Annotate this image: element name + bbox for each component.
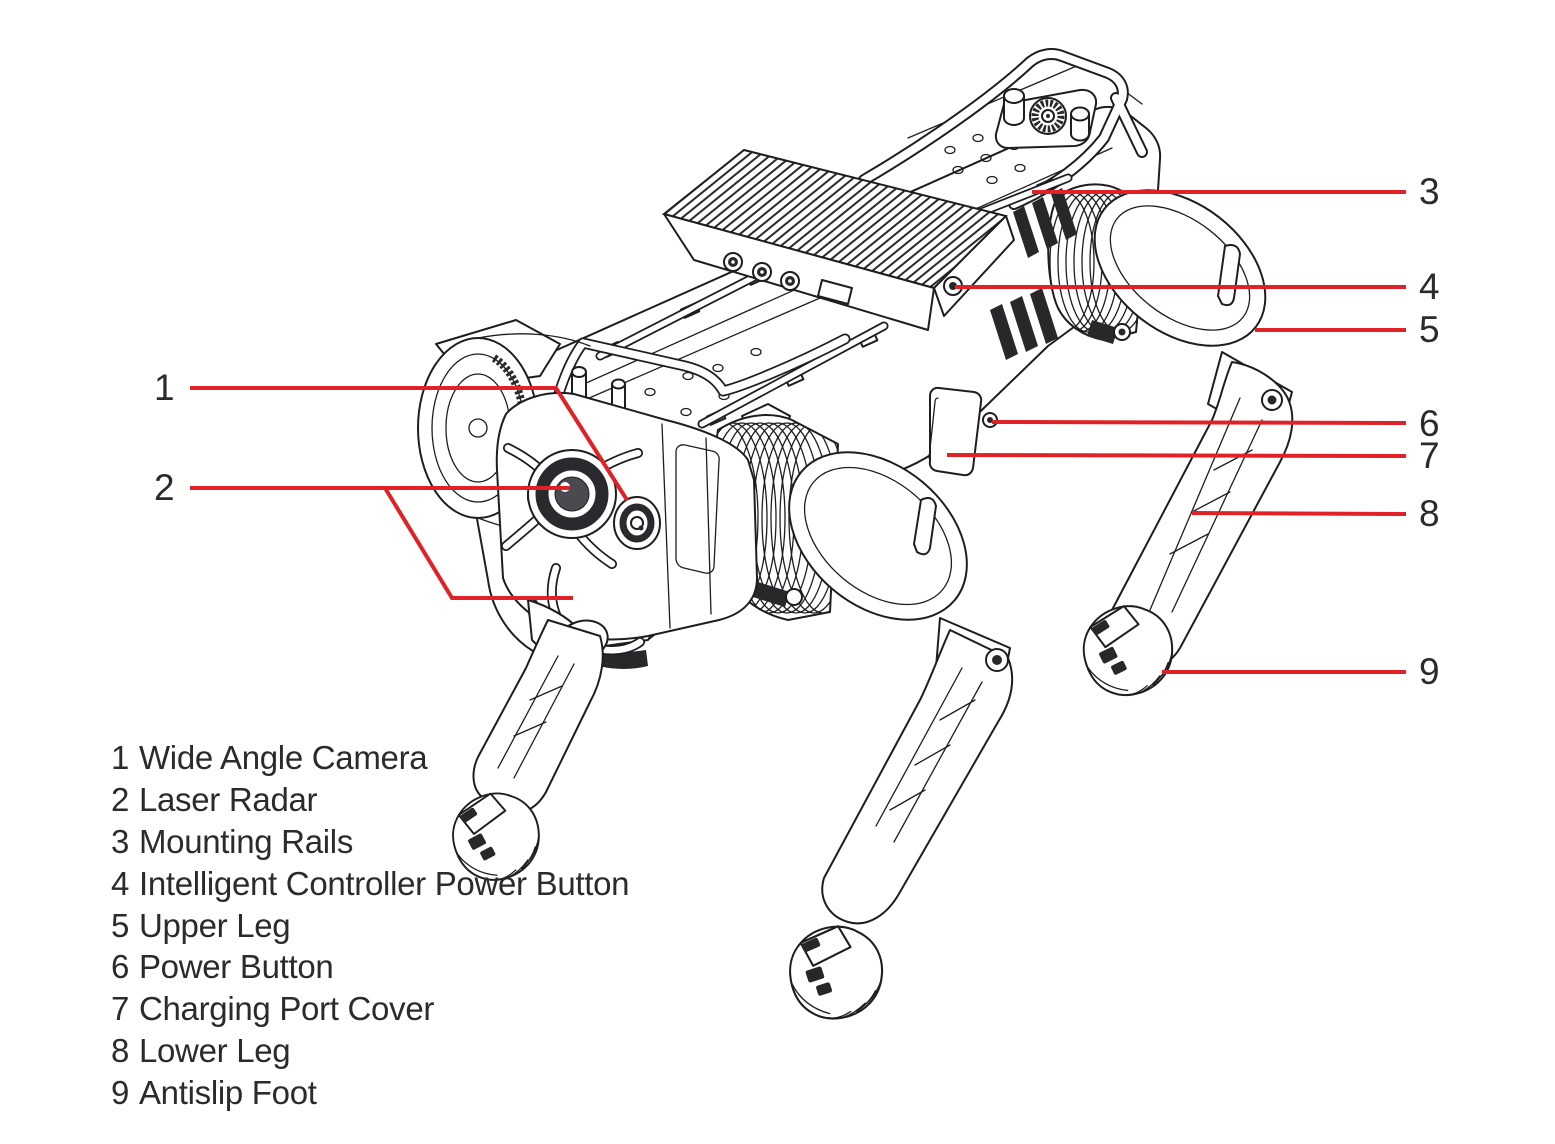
mid-lower-leg <box>821 629 1014 925</box>
gps-knob <box>1029 97 1067 135</box>
controller-connectors <box>723 252 800 291</box>
mid-bolt <box>753 582 803 607</box>
legend-num: 6 <box>111 948 130 986</box>
callout-line-6 <box>991 420 1407 425</box>
legend-num: 4 <box>111 864 130 902</box>
callout-number-4: 4 <box>1418 266 1440 307</box>
legend-label: Antislip Foot <box>138 1074 317 1112</box>
side-vents <box>990 188 1077 360</box>
callout-number-3: 3 <box>1418 171 1440 212</box>
callout-line-8 <box>1191 511 1407 516</box>
legend-label: Power Button <box>138 948 334 986</box>
rear-right-leg <box>1047 183 1294 702</box>
wide-angle-camera <box>613 496 661 550</box>
front-handle-tube <box>543 333 851 437</box>
intelligent-controller <box>661 148 1015 331</box>
head-side-frame <box>675 444 720 574</box>
callout-number-6: 6 <box>1418 403 1440 444</box>
legend-num: 3 <box>111 822 130 860</box>
callout-number-2: 2 <box>153 467 175 508</box>
legend-num: 9 <box>111 1074 130 1112</box>
legend-label: Wide Angle Camera <box>138 739 428 776</box>
mid-upper-leg-cover <box>788 451 968 621</box>
legend-num: 2 <box>111 780 130 818</box>
head-assembly <box>417 319 758 669</box>
charging-port-cover <box>928 386 983 477</box>
callout-line-7 <box>946 453 1407 458</box>
callout-number-7: 7 <box>1418 435 1440 476</box>
legend-label: Upper Leg <box>138 906 291 944</box>
callout-number-1: 1 <box>153 367 175 408</box>
legend-label: Mounting Rails <box>138 822 354 860</box>
legend-label: Laser Radar <box>138 780 318 818</box>
legend-num: 5 <box>111 906 130 944</box>
rear-bolt <box>1087 320 1131 344</box>
antislip-foot-mid <box>789 925 884 1020</box>
front-left-leg <box>445 599 609 888</box>
legend-num: 1 <box>111 739 130 776</box>
legend-num: 8 <box>111 1032 130 1070</box>
callout-number-8: 8 <box>1418 493 1440 534</box>
power-button <box>982 412 998 428</box>
legend-label: Intelligent Controller Power Button <box>138 864 630 902</box>
callout-number-5: 5 <box>1418 309 1440 350</box>
callout-line-1 <box>190 386 629 502</box>
deck-posts <box>1003 88 1090 142</box>
callout-number-9: 9 <box>1418 651 1440 692</box>
legend-label: Charging Port Cover <box>138 990 435 1028</box>
callout-lines <box>190 190 1407 674</box>
laser-radar-lens <box>527 449 617 539</box>
legend-label: Lower Leg <box>138 1032 291 1070</box>
upper-leg-cover <box>1093 189 1267 347</box>
callout-line-2b <box>383 486 573 600</box>
legend-num: 7 <box>111 990 130 1028</box>
